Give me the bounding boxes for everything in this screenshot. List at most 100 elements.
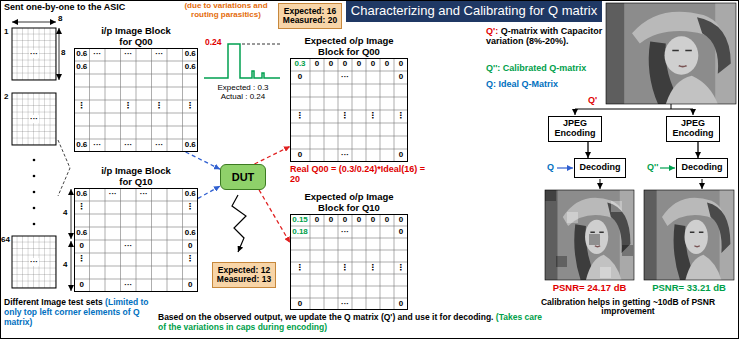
label-text: (due to variations and routing parasitic… [176, 2, 276, 20]
matrix-cell: ··· [124, 141, 132, 150]
lena-uncalibrated [545, 190, 634, 280]
image-block-matrix: Expected o/p Image Block for Q00 [290, 58, 408, 162]
matrix-cell: 0 [343, 216, 347, 225]
q-input-arrow [660, 167, 675, 168]
matrix-cell: 0.6 [76, 50, 87, 59]
artifact [600, 267, 611, 278]
label-text: 4 [63, 261, 67, 270]
note-text: Based on the observed output, we update … [158, 312, 493, 322]
matrix-heading: Expected o/p Image Block for Q00 [301, 36, 397, 57]
artifact [589, 234, 600, 245]
matrix-cell: 0 [188, 281, 192, 290]
matrix-cell: ··· [124, 281, 132, 290]
image-border [606, 3, 736, 104]
continuation-dots [33, 159, 36, 226]
matrix-cell: ⋮ [296, 112, 304, 121]
matrix-cell: 0.6 [185, 63, 196, 72]
matrix-cell: 0 [80, 242, 84, 251]
dot [33, 159, 36, 162]
matrix-cell: ⋮ [78, 255, 86, 264]
matrix-cell: ··· [341, 300, 349, 309]
matrix-cell: ⋮ [78, 102, 86, 111]
matrix-cell: 0.6 [76, 190, 87, 199]
block-artifacts [545, 190, 633, 278]
output-pulse [204, 44, 280, 78]
matrix-cell: ··· [124, 242, 132, 251]
label-text: 2 [4, 93, 8, 102]
matrix-cell: 0.6 [76, 63, 87, 72]
flow-arrow [575, 109, 576, 115]
dashed-bracket [58, 140, 70, 196]
output-signal-arrow [232, 195, 246, 252]
q-input-arrow [557, 167, 573, 168]
matrix-cell: 0 [315, 216, 319, 225]
box-text: DUT [221, 171, 265, 183]
test-image-block [12, 28, 56, 80]
dashed-arrow [255, 146, 291, 164]
dashed-arrow [198, 186, 220, 198]
label-text: Sent one-by-one to the ASIC [4, 3, 125, 13]
dimension-arrow [12, 22, 56, 23]
text-group: Based on the observed output, we update … [158, 313, 542, 333]
process-box: JPEG Encoding [548, 116, 602, 142]
title-text: Characterizing and Calibrating for Q mat… [351, 4, 597, 18]
box-text: Decoding [579, 163, 621, 173]
test-image-block [12, 93, 56, 145]
label-text: Q: Ideal Q-Matrix [486, 80, 604, 90]
expected-level-line [242, 44, 280, 45]
matrix-cell: 0.6 [76, 229, 87, 238]
matrix-cell: ⋮ [341, 112, 349, 121]
matrix-cell: 0 [298, 300, 302, 309]
box-text: Expected: 12 Measured: 13 [216, 266, 272, 285]
matrix-heading: i/p Image Block for Q10 [96, 166, 176, 187]
label-text: Real Q00 = (0.3/0.24)*Ideal(16) = 20 [290, 165, 432, 185]
matrix-cell: 0 [357, 60, 361, 69]
matrix-cell: ··· [140, 190, 148, 199]
artifact [556, 256, 567, 267]
matrix-heading: i/p Image Block for Q00 [96, 26, 176, 47]
label-text: Q'': Calibrated Q-matrix [486, 64, 604, 74]
matrix-cell: ⋮ [341, 264, 349, 273]
artifact [622, 245, 633, 256]
label-text: ··· [29, 50, 39, 59]
matrix-cell: 0 [188, 242, 192, 251]
matrix-cell: 0.6 [185, 50, 196, 59]
process-box: Decoding [574, 158, 626, 178]
note-text: Q': [486, 26, 498, 36]
label-text: 64 [1, 236, 10, 245]
matrix-heading: Expected o/p Image Block for Q10 [301, 192, 397, 213]
label-text: 8 [58, 15, 62, 24]
dot [33, 175, 36, 178]
flow-arrow [702, 179, 703, 189]
matrix-cell: ⋮ [186, 203, 194, 212]
lena-calibrated [644, 190, 734, 280]
title-band: Characterizing and Calibrating for Q mat… [346, 1, 602, 22]
image-border [545, 190, 634, 280]
matrix-cell: 0 [329, 216, 333, 225]
matrix-cell: ··· [93, 50, 101, 59]
label-text: 4 [63, 209, 67, 218]
flow-arrow [587, 142, 588, 158]
lena-original [606, 3, 736, 104]
matrix-cell: ⋮ [397, 112, 405, 121]
process-box: Decoding [676, 158, 728, 178]
label-text: Q' [588, 96, 597, 106]
matrix-cell: 0 [329, 60, 333, 69]
image-block-matrix: i/p Image Block for Q00 [74, 48, 198, 152]
box-text: JPEG Encoding [671, 119, 715, 139]
matrix-cell: 0 [343, 60, 347, 69]
box-text: Expected: 16 Measured: 20 [282, 7, 338, 26]
dimension-arrow [71, 241, 72, 291]
measurement-tag: Expected: 12 Measured: 13 [212, 262, 276, 288]
label-text: 8 [61, 49, 65, 58]
matrix-grid [290, 214, 408, 310]
note-text: Q-matrix with Capacitor variation (8%-20… [486, 26, 602, 46]
matrix-cell: 0 [298, 73, 302, 82]
label-text: Q [547, 163, 554, 173]
matrix-cell: ⋮ [397, 264, 405, 273]
matrix-cell: ⋮ [155, 102, 163, 111]
image-border [644, 190, 734, 280]
dot [33, 207, 36, 210]
artifact [545, 190, 556, 201]
